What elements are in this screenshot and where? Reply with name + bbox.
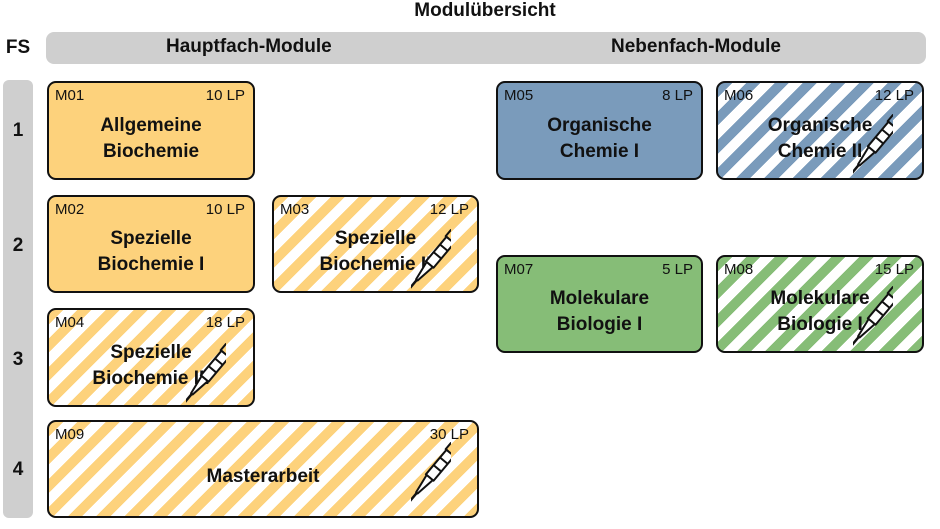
module-name: Allgemeine Biochemie <box>100 114 202 162</box>
header-minor-modules: Nebenfach-Module <box>611 36 781 57</box>
module-m04[interactable]: M04 18 LP Spezielle Biochemie III <box>47 308 255 407</box>
semester-1: 1 <box>12 120 24 141</box>
module-credits: 12 LP <box>874 87 914 104</box>
module-name: Molekulare Biologie I <box>549 288 650 335</box>
fs-label: FS <box>5 37 31 58</box>
module-code: M07 <box>504 261 534 278</box>
module-code: M06 <box>724 87 754 104</box>
header-main-modules: Hauptfach-Module <box>166 36 332 57</box>
module-credits: 5 LP <box>662 261 693 278</box>
module-credits: 10 LP <box>205 201 245 218</box>
module-code: M09 <box>55 426 85 443</box>
module-name: Organische Chemie II <box>767 114 873 162</box>
module-credits: 15 LP <box>874 261 914 278</box>
module-credits: 30 LP <box>429 426 469 443</box>
module-m06[interactable]: M06 12 LP Organische Chemie II <box>716 81 924 180</box>
semester-bar <box>3 80 33 518</box>
module-code: M08 <box>724 261 754 278</box>
semester-3: 3 <box>12 349 24 370</box>
module-code: M02 <box>55 201 85 218</box>
module-name: Molekulare Biologie I <box>770 288 870 335</box>
module-credits: 10 LP <box>205 87 245 104</box>
module-name: Spezielle Biochemie I <box>97 228 205 275</box>
module-m01[interactable]: M01 10 LP Allgemeine Biochemie <box>47 81 255 180</box>
module-m09[interactable]: M09 30 LP Masterarbeit <box>47 420 479 518</box>
semester-2: 2 <box>12 235 24 256</box>
module-name: Spezielle Biochemie II <box>319 228 432 275</box>
module-name: Spezielle Biochemie III <box>92 341 210 389</box>
module-m05[interactable]: M05 8 LP Organische Chemie I <box>496 81 703 180</box>
diagram-title: Modulübersicht <box>414 0 556 21</box>
module-name: Masterarbeit <box>206 466 320 487</box>
module-credits: 18 LP <box>205 314 245 331</box>
column-header-bar <box>46 32 926 64</box>
module-code: M04 <box>55 314 85 331</box>
semester-4: 4 <box>12 459 24 480</box>
module-code: M01 <box>55 87 85 104</box>
module-code: M03 <box>280 201 310 218</box>
module-m08[interactable]: M08 15 LP Molekulare Biologie I <box>716 255 924 353</box>
module-m07[interactable]: M07 5 LP Molekulare Biologie I <box>496 255 703 353</box>
module-credits: 8 LP <box>662 87 693 104</box>
module-m02[interactable]: M02 10 LP Spezielle Biochemie I <box>47 195 255 293</box>
module-credits: 12 LP <box>429 201 469 218</box>
module-m03[interactable]: M03 12 LP Spezielle Biochemie II <box>272 195 479 293</box>
module-name: Organische Chemie I <box>547 114 652 162</box>
module-code: M05 <box>504 87 534 104</box>
